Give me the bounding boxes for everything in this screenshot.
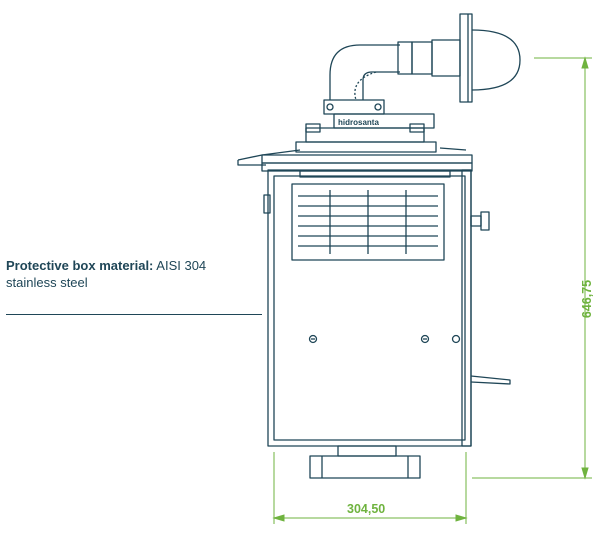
vent-grille	[291, 183, 445, 261]
pipe-coupling	[295, 99, 437, 153]
callout-leader-line	[6, 314, 262, 315]
bottom-flange	[309, 445, 421, 479]
height-dimension-label: 646,75	[580, 279, 595, 319]
height-dimension-line	[472, 56, 592, 480]
key-lock	[470, 211, 490, 231]
callout-label-rest: AISI 304 stainless steel	[6, 258, 207, 290]
protective-box	[267, 169, 472, 447]
width-dimension-label: 304,50	[347, 502, 386, 516]
screws	[308, 334, 461, 344]
width-dimension-line	[272, 452, 468, 524]
brand-logo: hidrosanta	[338, 118, 379, 127]
callout-label-bold: Protective box material:	[6, 258, 154, 273]
side-lever	[470, 375, 511, 385]
elbow-pipe	[329, 13, 521, 103]
hinge	[263, 194, 271, 214]
material-callout: Protective box material: AISI 304 stainl…	[6, 257, 246, 291]
top-plates	[261, 154, 473, 178]
